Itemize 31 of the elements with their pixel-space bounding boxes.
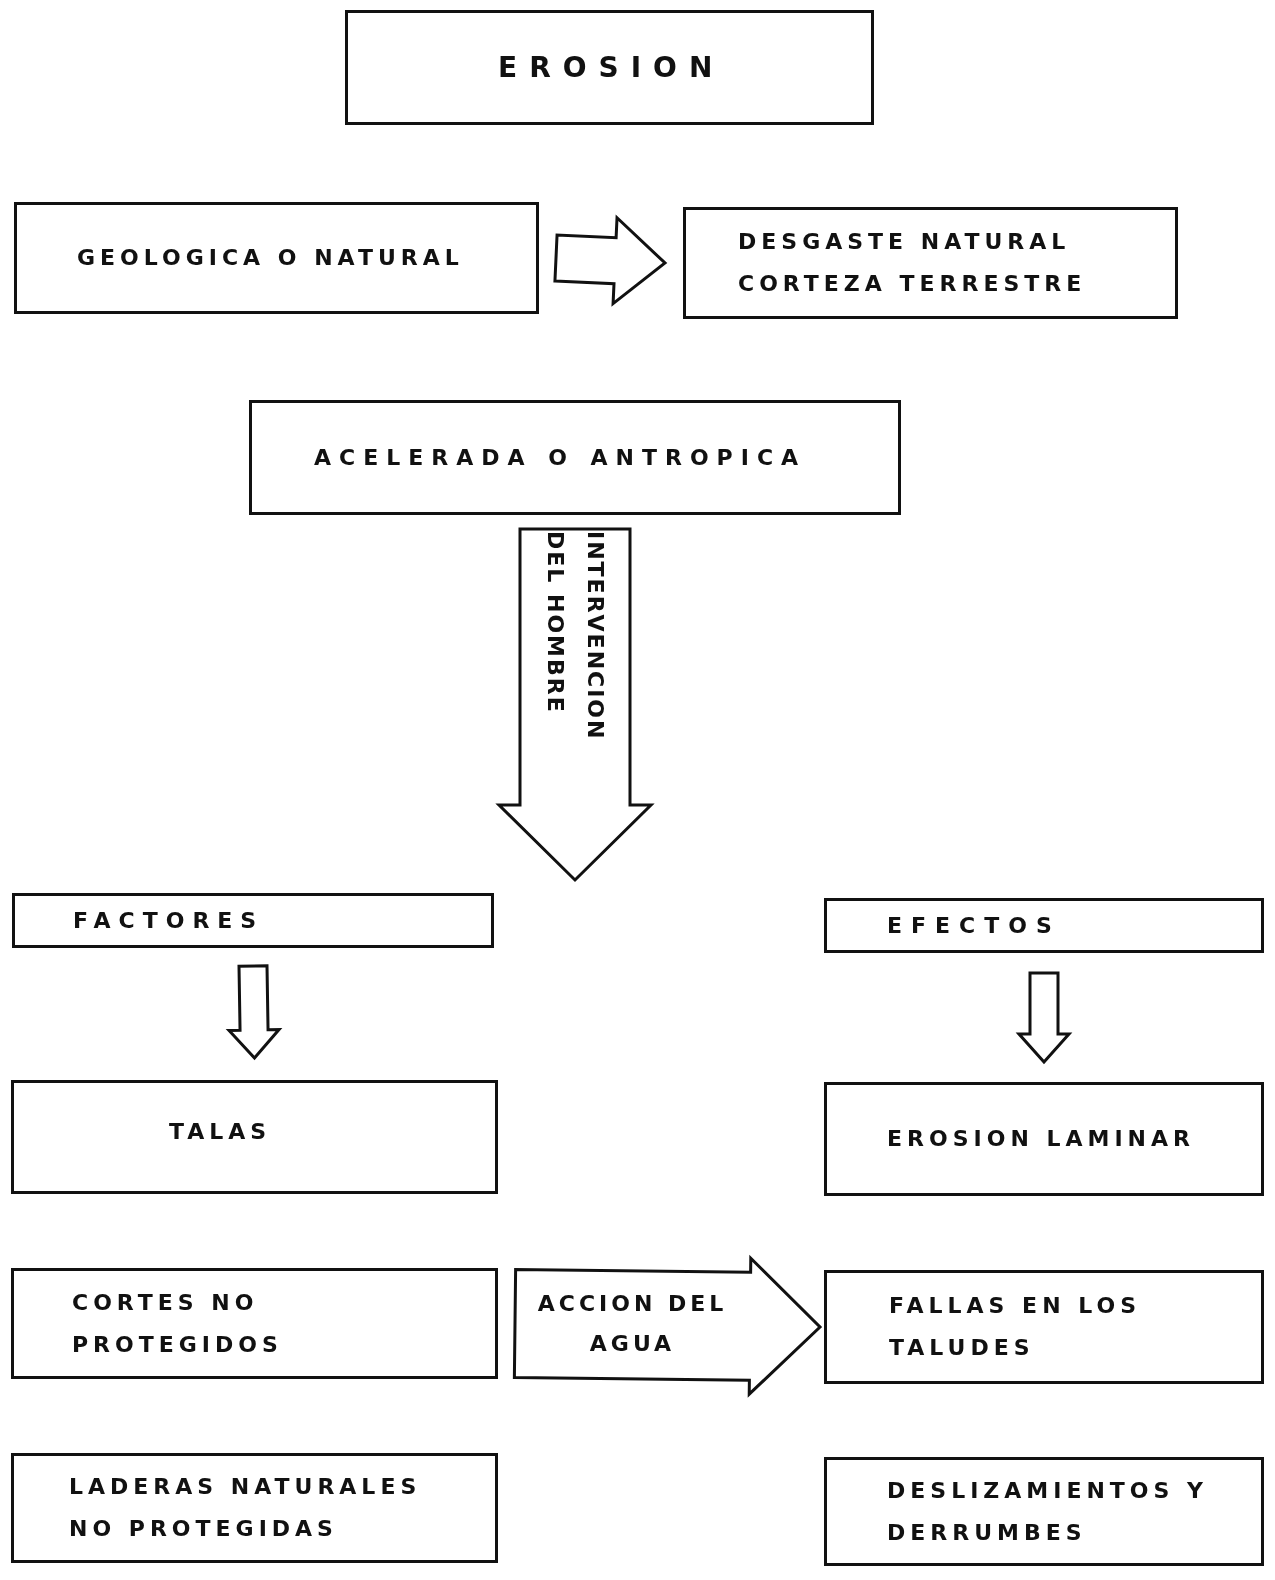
block-arrow [512,1254,823,1398]
box-label: GEOLOGICA O NATURAL [77,244,464,272]
box-label: DESGASTE NATURAL CORTEZA TERRESTRE [738,228,1088,298]
block-arrow [495,527,655,883]
box-label: ACELERADA O ANTROPICA [314,443,807,472]
box-label: EROSION [498,49,725,86]
block-arrow [1015,971,1073,1065]
process-box [824,1082,1264,1196]
process-box [824,1457,1264,1566]
block-arrow [553,214,668,307]
box-label: CORTES NO PROTEGIDOS [72,1288,284,1359]
process-box [683,207,1178,319]
process-box [11,1453,498,1563]
box-label: DESLIZAMIENTOS Y DERRUMBES [887,1476,1209,1547]
process-box [11,1268,498,1379]
box-label: FACTORES [73,906,265,935]
box-label: LADERAS NATURALES NO PROTEGIDAS [69,1473,423,1543]
process-box [11,1080,498,1194]
process-box [14,202,539,314]
box-label: FALLAS EN LOS TALUDES [889,1292,1142,1362]
process-box [249,400,901,515]
box-label: EROSION LAMINAR [887,1125,1195,1153]
edge-label: ACCION DEL AGUA [536,1289,729,1358]
process-box [824,898,1264,953]
process-box [824,1270,1264,1384]
block-arrow [225,964,283,1061]
edge-label: INTERVENCION DEL HOMBRE [542,531,609,743]
box-label: EFECTOS [887,911,1061,940]
box-label: TALAS [169,1118,272,1146]
process-box [345,10,874,125]
process-box [12,893,494,948]
